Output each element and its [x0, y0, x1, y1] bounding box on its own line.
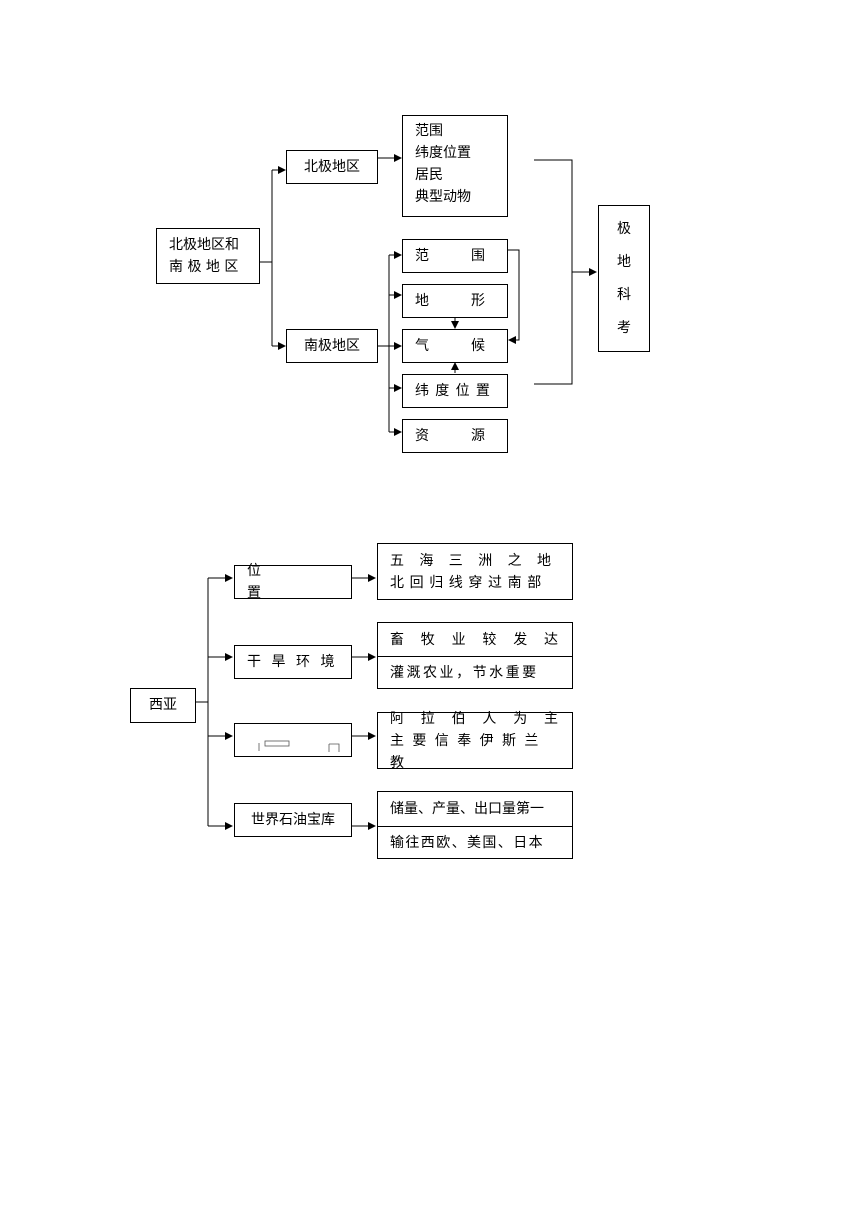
details-oil-treasury: 储量、产量、出口量第一 输往西欧、美国、日本 [377, 791, 573, 859]
root-west-asia: 西亚 [130, 688, 196, 723]
root-line-2: 南 极 地 区 [169, 259, 239, 275]
detail-residents-1: 阿拉伯人为主 [390, 710, 575, 727]
root-line-1: 北极地区和 [169, 237, 239, 253]
branch-oil-text: 世界石油宝库 [251, 812, 335, 828]
detail-residents-2: 主要信奉伊斯兰教 [390, 732, 547, 771]
detail-arid-2: 灌溉农业，节水重要 [378, 656, 572, 688]
north-details: 范围 纬度位置 居民 典型动物 [402, 115, 508, 217]
west-asia-label: 西亚 [149, 697, 177, 713]
north-item-latitude: 纬度位置 [415, 145, 471, 161]
target-char-2: 地 [617, 253, 631, 270]
south-item-climate-text: 气候 [415, 338, 527, 354]
node-south-pole: 南极地区 [286, 329, 378, 363]
south-item-range: 范围 [402, 239, 508, 273]
detail-oil-1: 储量、产量、出口量第一 [390, 801, 544, 817]
south-item-terrain: 地形 [402, 284, 508, 318]
north-item-range: 范围 [415, 123, 443, 139]
south-item-terrain-text: 地形 [415, 293, 527, 309]
branch-oil-treasury: 世界石油宝库 [234, 803, 352, 837]
detail-location-2: 北回归线穿过南部 [390, 574, 547, 591]
south-label: 南极地区 [304, 338, 360, 354]
south-item-latitude-text: 纬度位置 [415, 383, 497, 399]
south-item-latitude: 纬度位置 [402, 374, 508, 408]
south-item-resources: 资源 [402, 419, 508, 453]
details-location: 五海三洲之地 北回归线穿过南部 [377, 543, 573, 600]
node-north-pole: 北极地区 [286, 150, 378, 184]
south-item-climate: 气候 [402, 329, 508, 363]
branch-residents [234, 723, 352, 757]
target-char-4: 考 [617, 320, 631, 337]
detail-location-1: 五海三洲之地 [390, 552, 567, 569]
north-label: 北极地区 [304, 159, 360, 175]
branch-location: 位置 [234, 563, 352, 601]
branch-location-text: 位置 [247, 563, 326, 601]
north-item-residents: 居民 [415, 167, 443, 183]
faint-mark-graphic [258, 740, 340, 752]
detail-arid-1: 畜牧业较发达 [390, 631, 575, 648]
details-arid-environment: 畜牧业较发达 灌溉农业，节水重要 [377, 622, 573, 689]
north-item-animals: 典型动物 [415, 189, 471, 205]
south-item-range-text: 范围 [415, 248, 527, 264]
branch-arid-text: 干旱环境 [247, 654, 345, 670]
target-char-1: 极 [617, 220, 631, 237]
target-char-3: 科 [617, 287, 631, 304]
detail-oil-2: 输往西欧、美国、日本 [378, 826, 572, 858]
details-residents: 阿拉伯人为主 主要信奉伊斯兰教 [377, 711, 573, 771]
branch-arid-environment: 干旱环境 [234, 645, 352, 679]
south-item-resources-text: 资源 [415, 428, 527, 444]
root-polar-regions: 北极地区和 南 极 地 区 [156, 228, 260, 284]
target-polar-research: 极 地 科 考 [598, 205, 650, 352]
